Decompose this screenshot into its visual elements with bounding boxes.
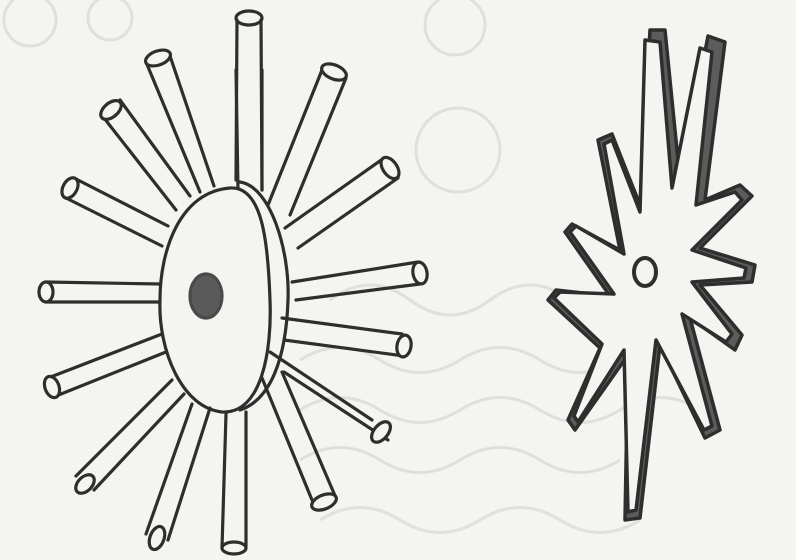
rotor-rod	[282, 318, 404, 356]
rotor-rod	[236, 70, 262, 190]
spoked-rotor	[39, 11, 429, 554]
rotor-rod-end	[236, 11, 262, 25]
rotor-axle-hole	[190, 274, 222, 318]
star-plate-center-hole	[634, 258, 656, 286]
star-plate	[548, 30, 755, 520]
rotor-rod	[270, 352, 388, 440]
rotor-rod	[285, 158, 398, 248]
rotor-rod	[262, 372, 336, 500]
